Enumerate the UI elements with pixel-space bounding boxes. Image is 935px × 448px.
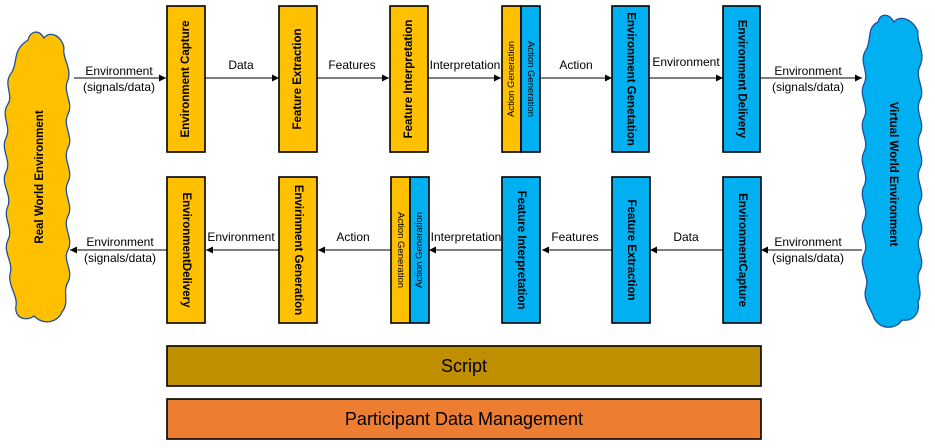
top-feature-interpretation-label: Feature Interpretation bbox=[403, 20, 415, 139]
top-action-gen-label-yellow: Action Generation bbox=[506, 41, 517, 117]
bottom-environment-label: Environment bbox=[207, 230, 275, 244]
top-feature-interpretation-box: Feature Interpretation bbox=[389, 5, 429, 153]
top-in-label-2: (signals/data) bbox=[83, 80, 155, 94]
pdm-bar-label: Participant Data Management bbox=[345, 409, 583, 429]
bottom-feature-interpretation-box: Feature Interpretation bbox=[501, 176, 541, 324]
top-action-label: Action bbox=[559, 58, 592, 72]
virtual-world-cloud-shape bbox=[861, 14, 923, 328]
top-action-gen-label-blue: Action Generation bbox=[525, 41, 536, 117]
top-row: Environment (signals/data) Data Features… bbox=[74, 5, 862, 153]
bottom-interpretation-label: Interpretation bbox=[431, 230, 502, 244]
bottom-env-delivery-label: EnvironmentDelivery bbox=[180, 192, 192, 308]
top-environment-label: Environment bbox=[652, 55, 720, 69]
real-world-label: Real World Environment bbox=[34, 110, 46, 244]
bottom-env-generation-box: Envirinment Generation bbox=[278, 176, 318, 324]
virtual-world-cloud: Virtual World Environment bbox=[861, 14, 923, 328]
bottom-env-delivery-box: EnvironmentDelivery bbox=[166, 176, 206, 324]
bottom-in-label-1: Environment bbox=[774, 235, 842, 249]
pdm-bar-rect bbox=[166, 398, 762, 440]
real-world-cloud: Real World Environment bbox=[3, 31, 71, 323]
top-action-generation-box: Action Generation Action Generation bbox=[501, 5, 541, 153]
bottom-env-generation-label: Envirinment Generation bbox=[292, 185, 304, 315]
script-bar-rect bbox=[166, 345, 762, 387]
top-in-label-1: Environment bbox=[85, 64, 153, 78]
top-feature-extraction-label: Feature Extraction bbox=[292, 29, 304, 130]
bottom-row: Environment (signals/data) Data Features… bbox=[70, 176, 862, 324]
script-bar: Script bbox=[166, 345, 762, 387]
bottom-action-label: Action bbox=[336, 230, 369, 244]
top-env-delivery-label: Environment Delivery bbox=[735, 20, 747, 139]
top-features-label: Features bbox=[328, 58, 375, 72]
script-bar-label: Script bbox=[441, 356, 487, 376]
top-out-label-2: (signals/data) bbox=[772, 80, 844, 94]
bottom-action-gen-label-yellow: Action Generation bbox=[395, 212, 406, 288]
bottom-action-generation-box: Action Generation Action Generation bbox=[390, 176, 430, 324]
bottom-in-label-2: (signals/data) bbox=[772, 251, 844, 265]
bottom-out-label-1: Environment bbox=[86, 235, 154, 249]
top-out-label-1: Environment bbox=[774, 64, 842, 78]
top-feature-extraction-box: Feature Extraction bbox=[278, 5, 318, 153]
top-data-label: Data bbox=[228, 58, 254, 72]
virtual-world-label: Virtual World Environment bbox=[887, 102, 899, 247]
real-world-cloud-shape bbox=[3, 31, 71, 323]
top-env-generation-label: Environment Genetation bbox=[624, 12, 636, 146]
participant-data-management-bar: Participant Data Management bbox=[166, 398, 762, 440]
bottom-env-capture-box: EnvironmentCapture bbox=[722, 176, 762, 324]
bottom-action-gen-label-blue: Action Generation bbox=[414, 212, 425, 288]
bottom-env-capture-label: EnvironmentCapture bbox=[736, 193, 748, 307]
top-interpretation-label: Interpretation bbox=[430, 58, 501, 72]
bottom-data-label: Data bbox=[673, 230, 699, 244]
top-env-capture-label: Environment Capture bbox=[180, 21, 192, 138]
bottom-feature-extraction-box: Feature Extraction bbox=[611, 176, 651, 324]
bottom-out-label-2: (signals/data) bbox=[84, 251, 156, 265]
bottom-feature-extraction-label: Feature Extraction bbox=[625, 200, 637, 301]
bottom-feature-interpretation-label: Feature Interpretation bbox=[515, 191, 527, 310]
top-env-capture-box: Environment Capture bbox=[166, 5, 206, 153]
top-env-delivery-box: Environment Delivery bbox=[722, 5, 761, 153]
bottom-features-label: Features bbox=[551, 230, 598, 244]
top-env-generation-box: Environment Genetation bbox=[611, 5, 650, 153]
